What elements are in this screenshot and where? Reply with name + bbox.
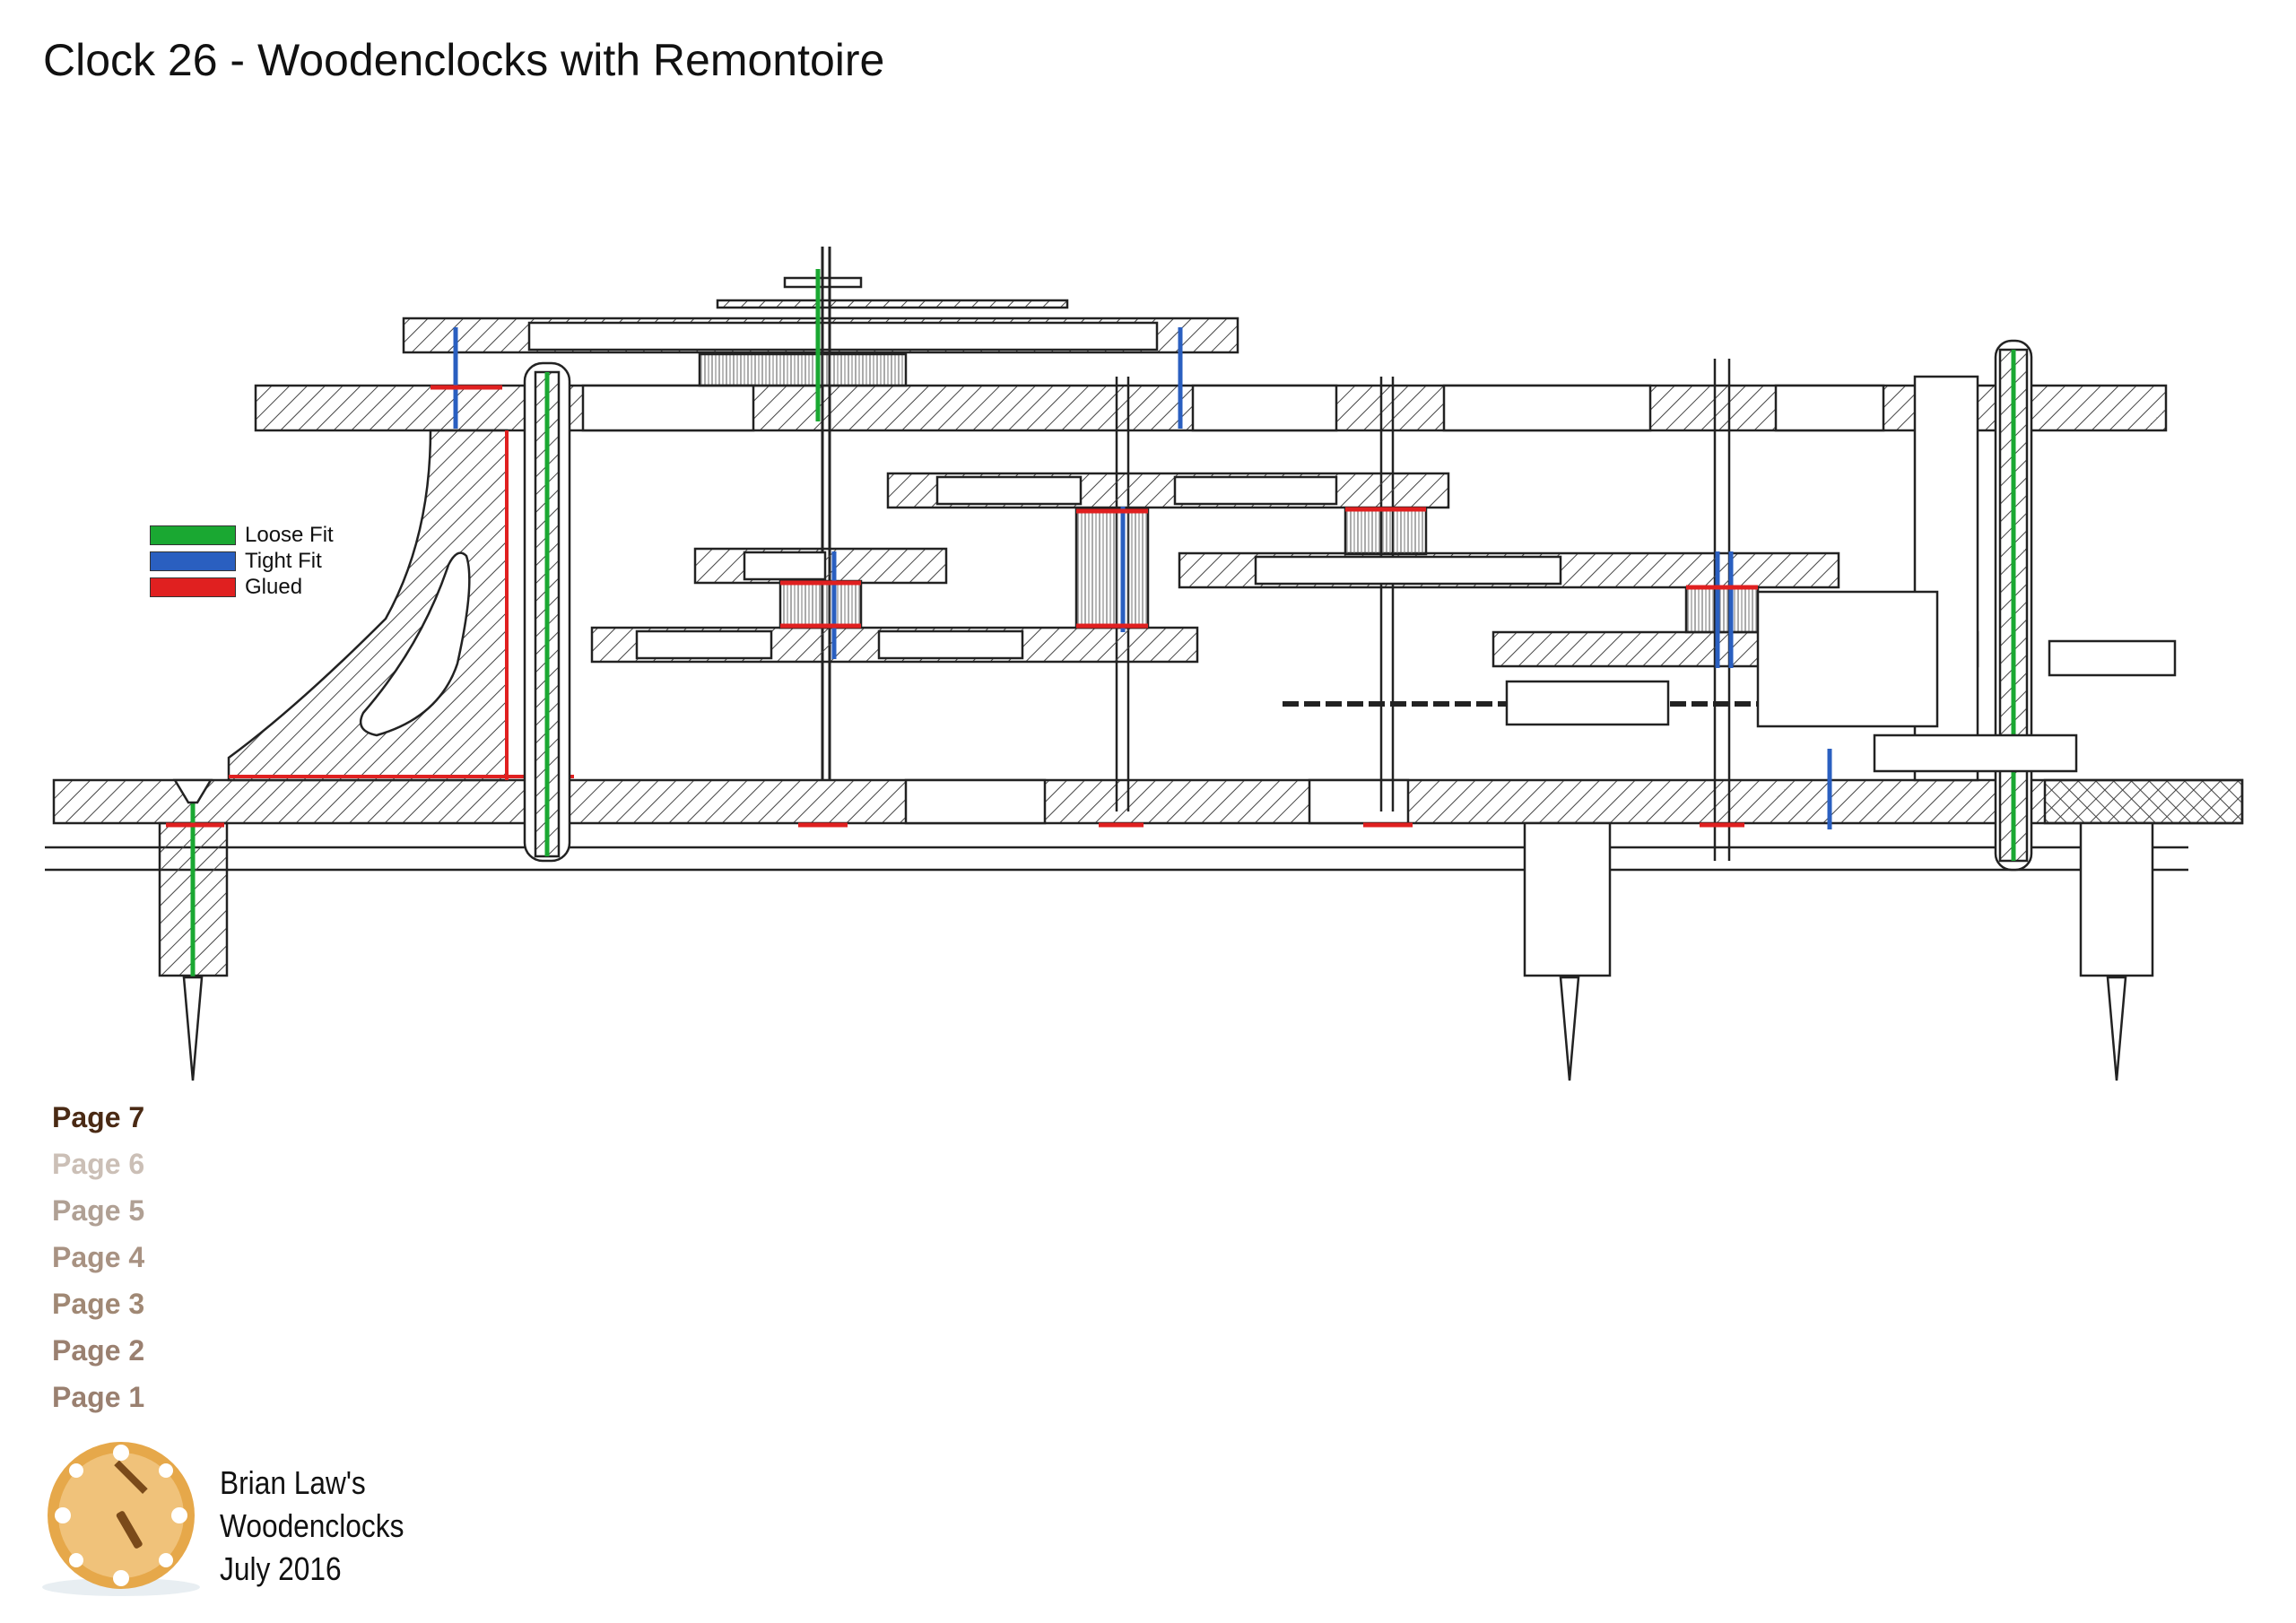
- site-name: Woodenclocks: [220, 1507, 404, 1544]
- back-plate: [52, 778, 2244, 825]
- page-navigation: Page 7 Page 6 Page 5 Page 4 Page 3 Page …: [52, 1094, 144, 1420]
- woodenclocks-logo: [42, 1442, 200, 1596]
- page-link-3[interactable]: Page 3: [52, 1288, 145, 1320]
- author-name: Brian Law's: [220, 1464, 366, 1501]
- page-link-4[interactable]: Page 4: [52, 1241, 145, 1273]
- legend-label: Tight Fit: [245, 548, 322, 573]
- credit-date: July 2016: [220, 1550, 342, 1587]
- legend-swatch-tight-fit: [150, 551, 236, 571]
- page-title: Clock 26 - Woodenclocks with Remontoire: [43, 35, 885, 85]
- page-link-2[interactable]: Page 2: [52, 1334, 145, 1367]
- legend-swatch-loose-fit: [150, 525, 236, 545]
- fit-legend: Loose Fit Tight Fit Glued: [150, 522, 334, 600]
- page-link-5[interactable]: Page 5: [52, 1194, 145, 1227]
- page-link-6[interactable]: Page 6: [52, 1148, 145, 1180]
- page-link-7[interactable]: Page 7: [52, 1101, 145, 1133]
- page-link-1[interactable]: Page 1: [52, 1381, 145, 1413]
- legend-label: Loose Fit: [245, 522, 334, 547]
- legend-swatch-glued: [150, 577, 236, 597]
- legend-item-loose-fit: Loose Fit: [150, 522, 334, 548]
- legend-label: Glued: [245, 574, 303, 599]
- author-credit: Brian Law's Woodenclocks July 2016: [220, 1462, 404, 1591]
- legend-item-glued: Glued: [150, 574, 334, 600]
- legend-item-tight-fit: Tight Fit: [150, 548, 334, 574]
